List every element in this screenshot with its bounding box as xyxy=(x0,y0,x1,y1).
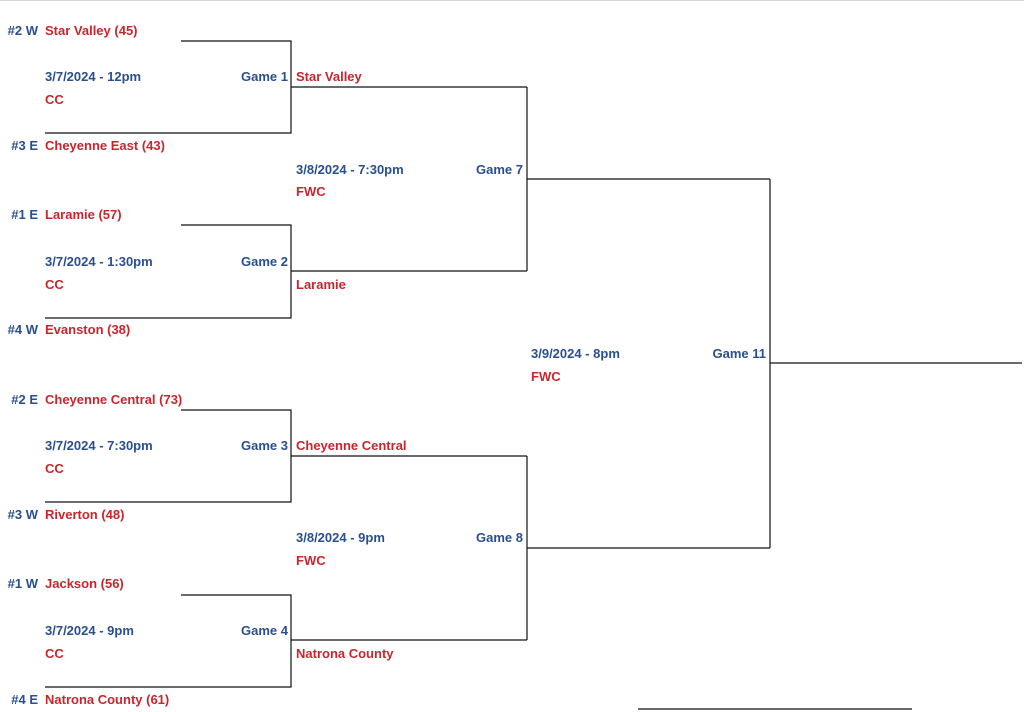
game-label: Game 2 xyxy=(241,254,288,269)
game-datetime: 3/8/2024 - 9pm xyxy=(296,530,385,545)
seed-label: #4 W xyxy=(7,322,38,337)
game-winner: Cheyenne Central xyxy=(296,438,407,453)
game-venue: CC xyxy=(45,461,64,476)
game-venue: FWC xyxy=(296,553,326,568)
game-winner: Natrona County xyxy=(296,646,394,661)
team-name: Cheyenne Central (73) xyxy=(45,392,183,407)
seed-label: #1 W xyxy=(7,576,38,591)
bracket-line-game-4 xyxy=(45,594,292,688)
seed-label: #2 E xyxy=(11,392,38,407)
game-winner: Star Valley xyxy=(296,69,362,84)
bracket-line-game-2 xyxy=(45,224,292,319)
team-name: Riverton (48) xyxy=(45,507,125,522)
game-datetime: 3/7/2024 - 7:30pm xyxy=(45,438,153,453)
game-venue: FWC xyxy=(296,184,326,199)
seed-label: #3 W xyxy=(7,507,38,522)
game-label: Game 8 xyxy=(476,530,523,545)
bracket-line-game-1 xyxy=(45,40,292,134)
team-name: Natrona County (61) xyxy=(45,692,170,707)
game-datetime: 3/7/2024 - 1:30pm xyxy=(45,254,153,269)
game-label: Game 11 xyxy=(712,346,767,361)
seed-label: #1 E xyxy=(11,207,38,222)
top-border xyxy=(0,0,1024,1)
game-venue: CC xyxy=(45,92,64,107)
seed-label: #4 E xyxy=(11,692,38,707)
game-label: Game 4 xyxy=(241,623,288,638)
game-datetime: 3/7/2024 - 12pm xyxy=(45,69,142,84)
team-name: Star Valley (45) xyxy=(45,23,138,38)
team-name: Jackson (56) xyxy=(45,576,124,591)
seed-label: #3 E xyxy=(11,138,38,153)
game-label: Game 3 xyxy=(241,438,288,453)
game-label: Game 7 xyxy=(476,162,523,177)
game-datetime: 3/7/2024 - 9pm xyxy=(45,623,134,638)
game-venue: CC xyxy=(45,277,64,292)
team-name: Laramie (57) xyxy=(45,207,122,222)
game-datetime: 3/8/2024 - 7:30pm xyxy=(296,162,404,177)
game-datetime: 3/9/2024 - 8pm xyxy=(531,346,620,361)
seed-label: #2 W xyxy=(7,23,38,38)
team-name: Evanston (38) xyxy=(45,322,131,337)
team-name: Cheyenne East (43) xyxy=(45,138,165,153)
game-venue: FWC xyxy=(531,369,561,384)
game-label: Game 1 xyxy=(241,69,288,84)
game-winner: Laramie xyxy=(296,277,346,292)
bracket-line-game-3 xyxy=(45,409,292,503)
game-venue: CC xyxy=(45,646,64,661)
